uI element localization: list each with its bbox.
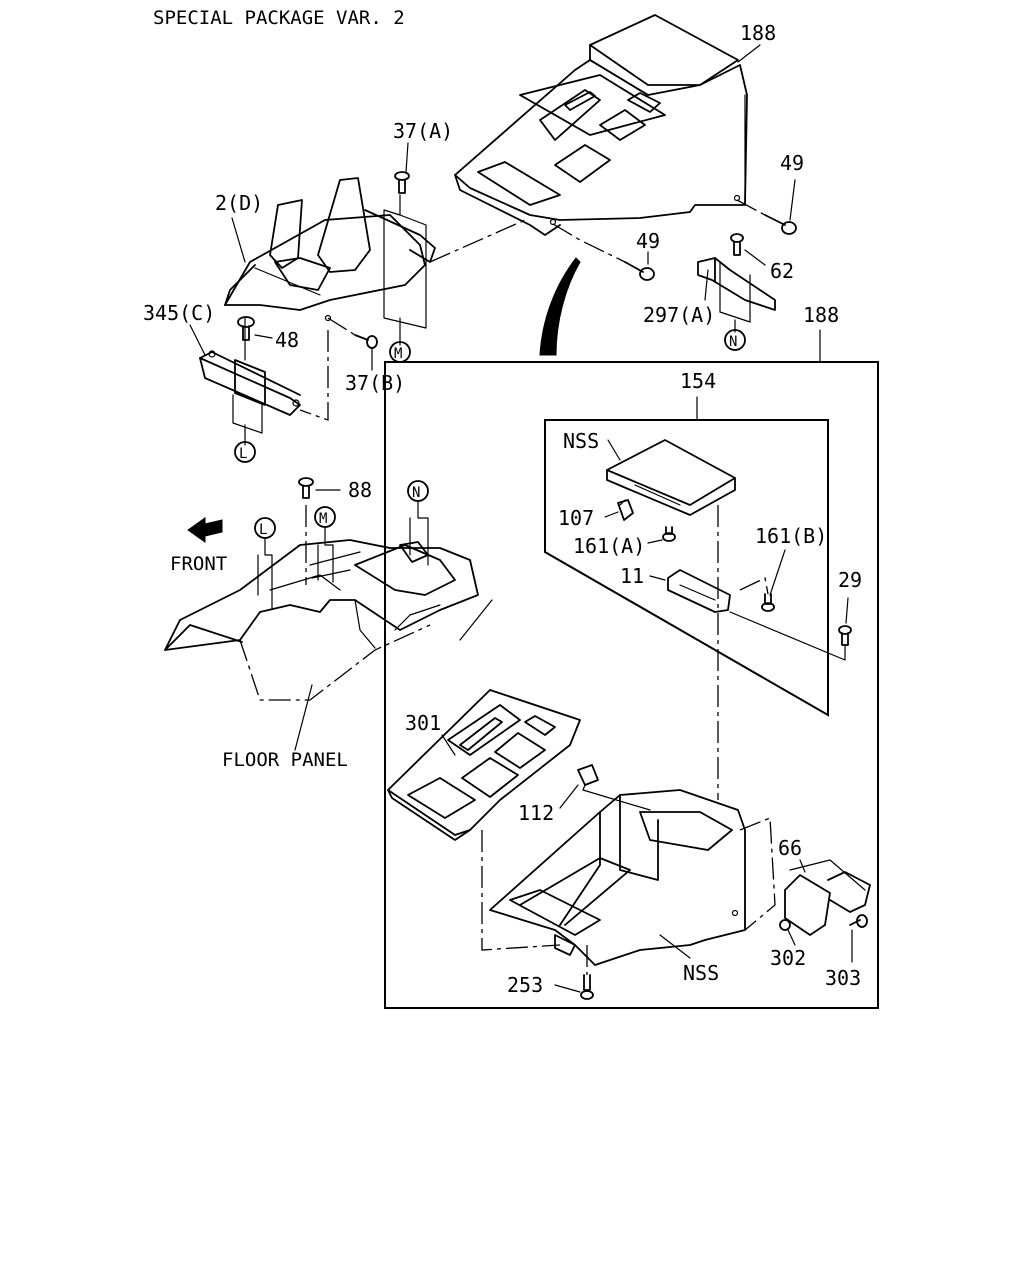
hinge-11 — [667, 569, 731, 613]
bolt-88 — [298, 477, 314, 499]
screw-161b — [761, 593, 775, 612]
svg-text:L: L — [259, 522, 267, 538]
label-301: 301 — [405, 711, 441, 735]
floor-panel — [164, 539, 479, 651]
screw-62 — [730, 233, 744, 256]
svg-text:M: M — [394, 346, 402, 362]
label-48: 48 — [275, 328, 299, 352]
label-nss-bottom: NSS — [683, 961, 719, 985]
bracket-345c — [199, 350, 301, 416]
label-188-top: 188 — [740, 21, 776, 45]
label-front: FRONT — [170, 553, 227, 575]
label-2d: 2(D) — [215, 191, 263, 215]
label-297a: 297(A) — [643, 303, 715, 327]
label-112: 112 — [518, 801, 554, 825]
screw-49-right — [764, 214, 797, 235]
label-303: 303 — [825, 966, 861, 990]
svg-text:M: M — [319, 511, 327, 527]
label-37a: 37(A) — [393, 119, 453, 143]
shift-cover-assembly — [224, 177, 436, 322]
label-11: 11 — [620, 564, 644, 588]
marker-m-lower: M — [314, 506, 336, 528]
label-88: 88 — [348, 478, 372, 502]
svg-text:N: N — [729, 334, 737, 350]
label-107: 107 — [558, 506, 594, 530]
clip-112 — [577, 764, 599, 786]
detail-arrow — [539, 257, 581, 356]
label-188-box: 188 — [803, 303, 839, 327]
screw-37b — [354, 334, 378, 349]
screw-303 — [849, 914, 868, 928]
label-29: 29 — [838, 568, 862, 592]
marker-l-lower: L — [254, 517, 276, 539]
screw-161a — [662, 526, 676, 542]
svg-text:N: N — [412, 485, 420, 501]
armrest-lid — [606, 439, 736, 516]
label-floor-panel: FLOOR PANEL — [222, 749, 348, 771]
screw-37a — [394, 171, 410, 194]
screw-29 — [838, 625, 852, 646]
clip-302 — [779, 919, 791, 931]
label-37b: 37(B) — [345, 371, 405, 395]
diagram-title: SPECIAL PACKAGE VAR. 2 — [153, 7, 405, 29]
lower-console-body — [489, 789, 746, 966]
ashtray-66 — [784, 871, 871, 936]
screw-253 — [580, 974, 594, 1000]
svg-text:L: L — [239, 446, 247, 462]
clip-107 — [617, 499, 634, 521]
upper-console-assembly — [454, 14, 748, 236]
screw-49-center — [624, 261, 655, 281]
label-154: 154 — [680, 369, 716, 393]
front-arrow-icon — [187, 517, 223, 543]
sub-assembly-154-frame — [544, 419, 829, 717]
bolt-48 — [237, 316, 255, 341]
marker-l-upper: L — [234, 441, 256, 463]
label-253: 253 — [507, 973, 543, 997]
label-nss-top: NSS — [563, 429, 599, 453]
detail-box — [384, 361, 879, 1009]
marker-n-upper: N — [724, 329, 746, 351]
label-49-right: 49 — [780, 151, 804, 175]
label-302: 302 — [770, 946, 806, 970]
label-161b: 161(B) — [755, 524, 827, 548]
label-49-center: 49 — [636, 229, 660, 253]
label-345c: 345(C) — [143, 301, 215, 325]
label-161a: 161(A) — [573, 534, 645, 558]
label-66: 66 — [778, 836, 802, 860]
label-62: 62 — [770, 259, 794, 283]
marker-n-lower: N — [407, 480, 429, 502]
console-trim-301 — [387, 689, 581, 841]
